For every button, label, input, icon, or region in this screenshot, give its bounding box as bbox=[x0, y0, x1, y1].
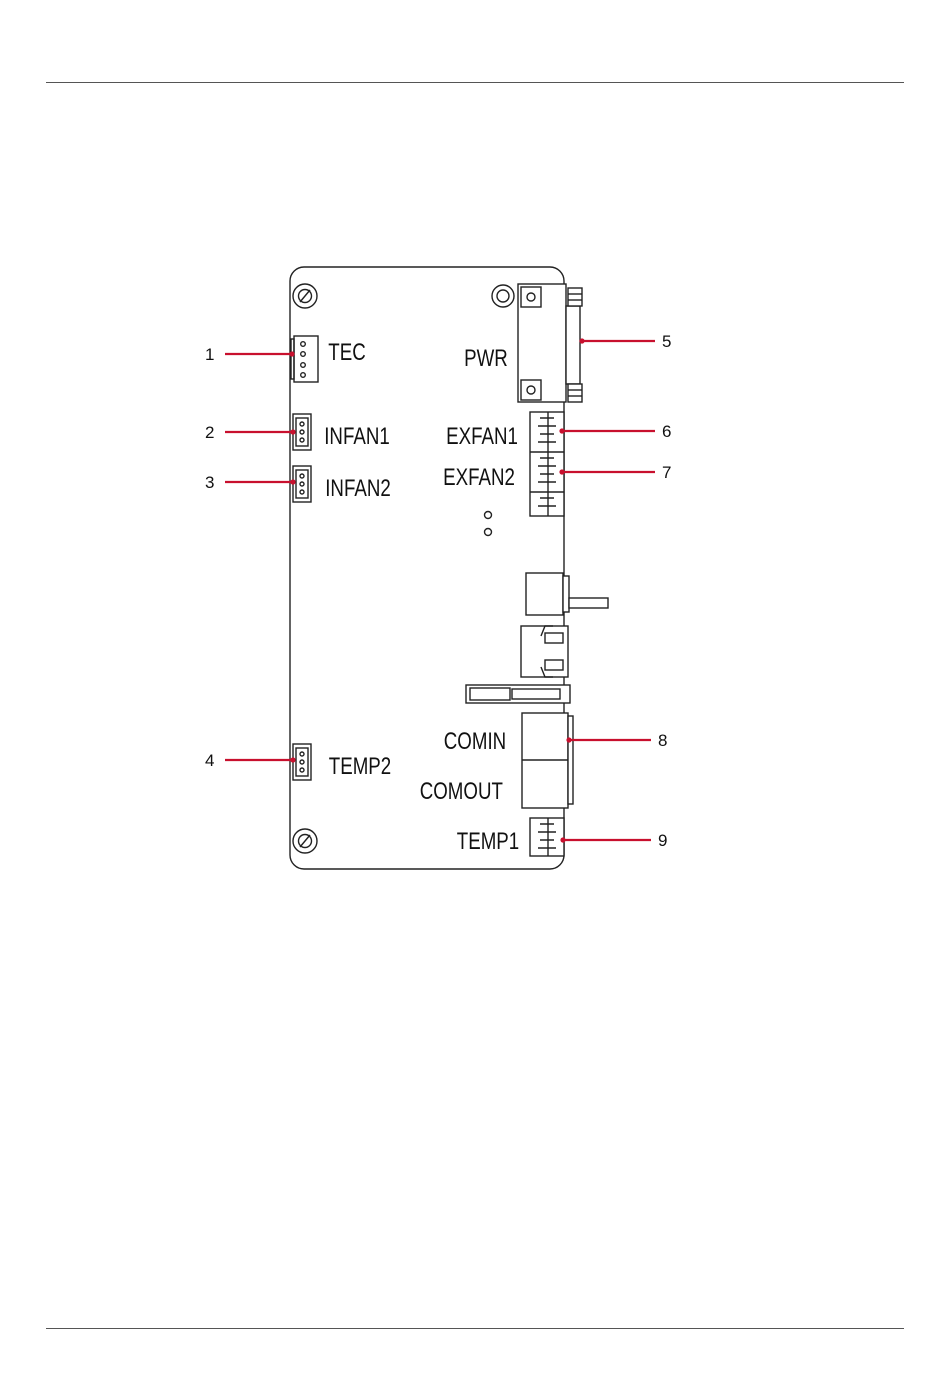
label-comout: COMOUT bbox=[420, 778, 503, 805]
com-connectors bbox=[522, 713, 573, 808]
leader-7-dot bbox=[559, 469, 564, 474]
label-comin: COMIN bbox=[444, 728, 506, 755]
rj45-jack bbox=[521, 626, 568, 677]
callout-3: 3 bbox=[205, 473, 214, 492]
label-exfan2: EXFAN2 bbox=[443, 464, 515, 491]
leader-5-dot bbox=[579, 338, 584, 343]
callout-7: 7 bbox=[662, 463, 671, 482]
callout-9: 9 bbox=[658, 831, 667, 850]
mount-hole-top-right bbox=[492, 285, 514, 307]
leader-8-dot bbox=[566, 737, 571, 742]
mount-hole-bottom-left bbox=[293, 829, 317, 853]
label-temp1: TEMP1 bbox=[457, 828, 519, 855]
label-temp2: TEMP2 bbox=[329, 753, 391, 780]
leader-6-dot bbox=[559, 428, 564, 433]
label-infan2: INFAN2 bbox=[325, 475, 391, 502]
callout-6: 6 bbox=[662, 422, 671, 441]
temp2-connector bbox=[293, 744, 311, 780]
mount-hole-top-left bbox=[293, 284, 317, 308]
infan1-connector bbox=[293, 414, 311, 450]
label-tec: TEC bbox=[328, 339, 365, 366]
callout-5: 5 bbox=[662, 332, 671, 351]
led-2 bbox=[485, 529, 492, 536]
label-exfan1: EXFAN1 bbox=[446, 423, 518, 450]
pwr-connector bbox=[518, 284, 582, 402]
led-1 bbox=[485, 512, 492, 519]
callout-8: 8 bbox=[658, 731, 667, 750]
leader-3-dot bbox=[290, 479, 295, 484]
temp1-connector bbox=[530, 818, 564, 856]
callout-4: 4 bbox=[205, 751, 214, 770]
leader-4-dot bbox=[290, 757, 295, 762]
switch-component bbox=[526, 573, 608, 615]
callout-1: 1 bbox=[205, 345, 214, 364]
infan2-connector bbox=[293, 466, 311, 502]
tec-connector bbox=[291, 336, 318, 382]
lever-clip bbox=[466, 685, 570, 703]
leader-1-dot bbox=[289, 351, 294, 356]
leader-2-dot bbox=[290, 429, 295, 434]
exfan-connector-stack bbox=[530, 412, 564, 516]
leader-9-dot bbox=[560, 837, 565, 842]
label-pwr: PWR bbox=[464, 345, 508, 372]
callout-2: 2 bbox=[205, 423, 214, 442]
label-infan1: INFAN1 bbox=[324, 423, 390, 450]
